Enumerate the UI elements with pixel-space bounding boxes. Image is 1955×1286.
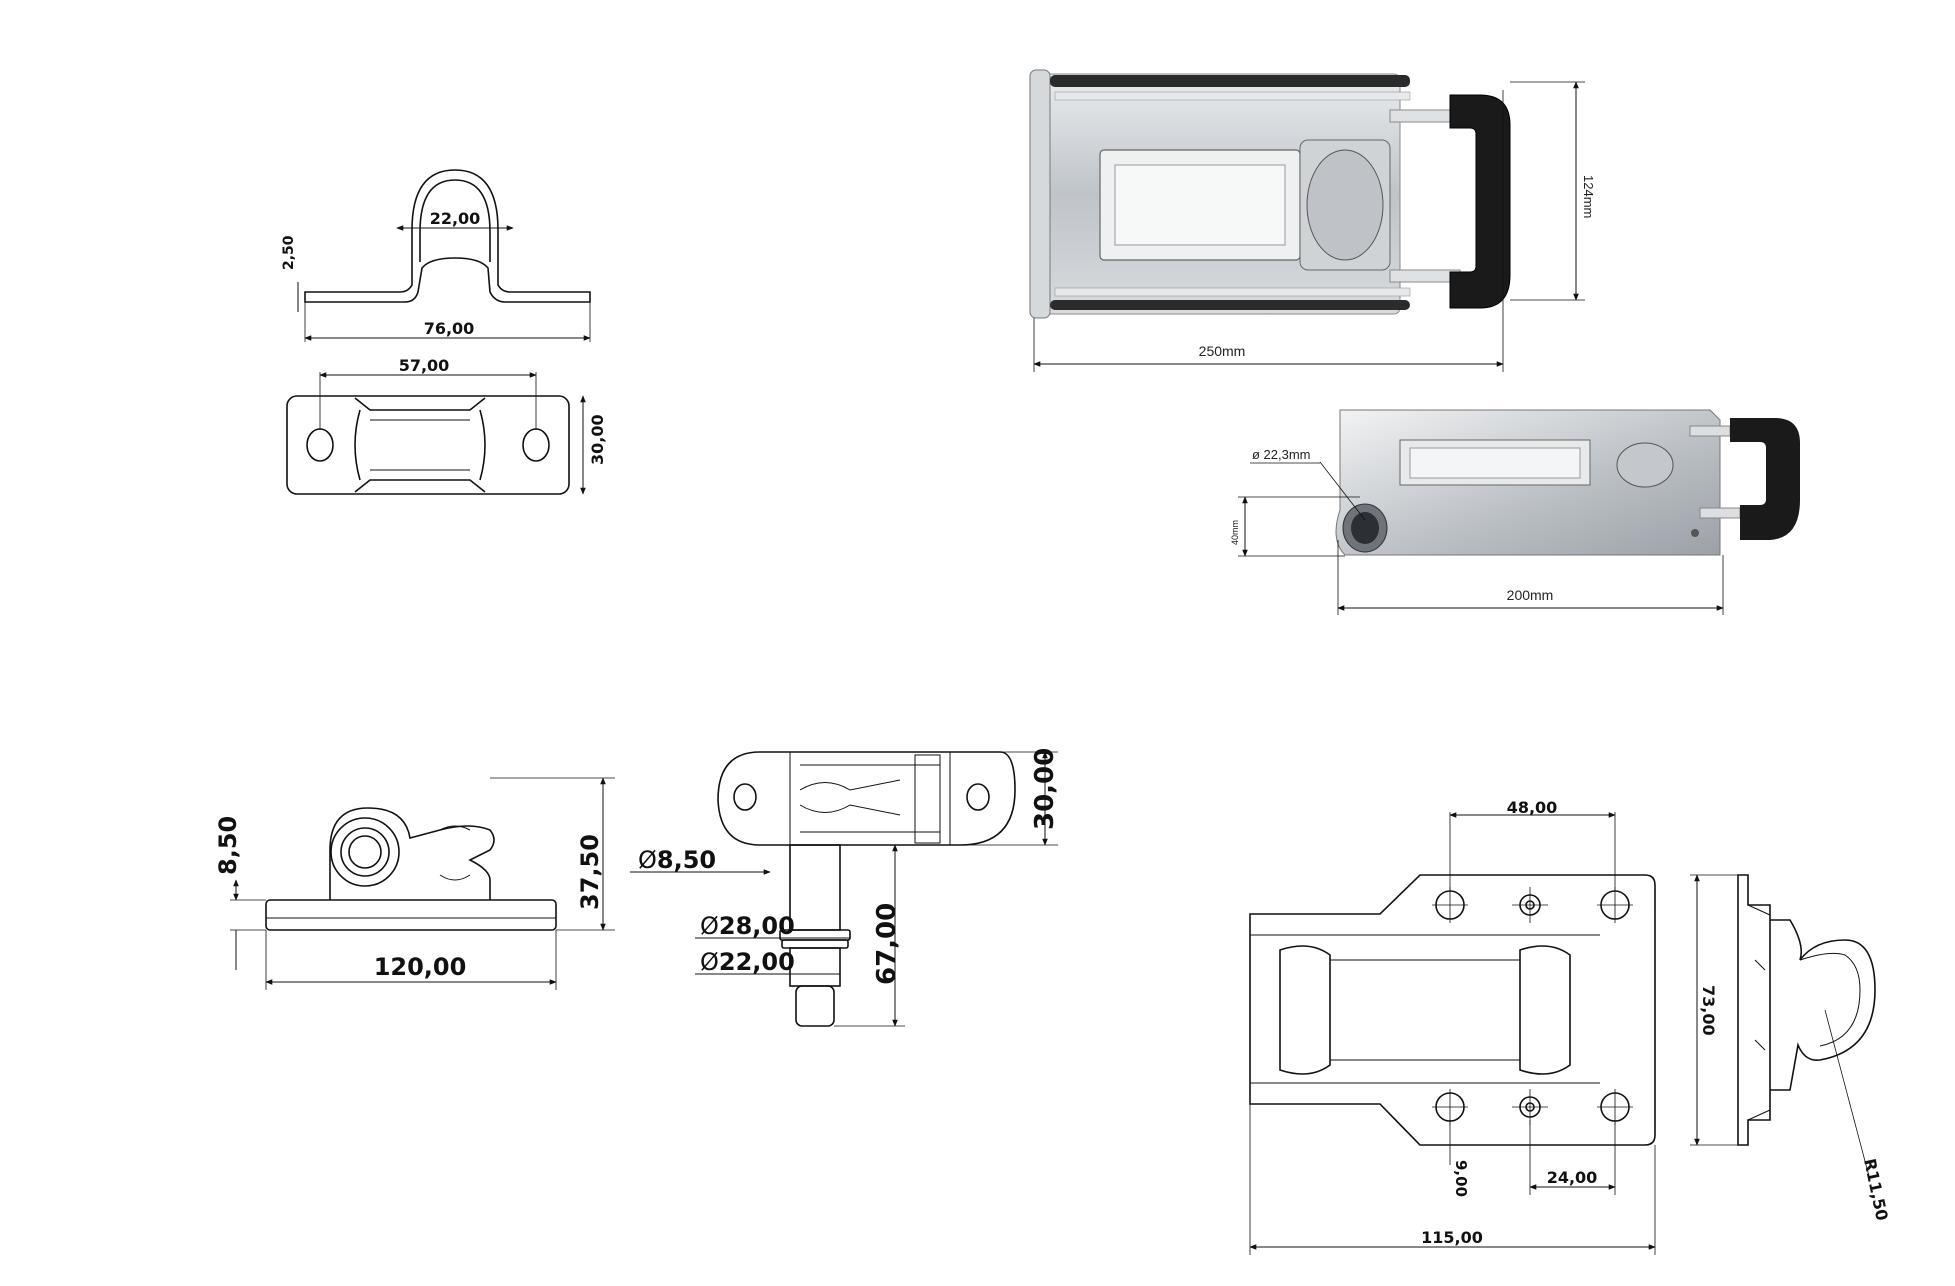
hasp-radius-label: R11,50 [1860,1157,1892,1223]
lever-lock-diameter-leader [1319,461,1366,521]
eye-plate-hole-spacing-label: 57,00 [399,356,450,375]
lever-lock-side-photo [1335,409,1800,556]
hasp-radius-leader [1824,1009,1871,1181]
bolt-pin-length-label: 67,00 [872,903,902,985]
lever-lock-side-height-label: 40mm [1230,520,1240,545]
lever-lock-side-length-label: 200mm [1507,587,1554,603]
bolt-collar-diameter-label: Ø28,00 [700,912,795,940]
hasp-height-label: 73,00 [1699,985,1718,1036]
bolt-pin-diameter-label: Ø22,00 [700,948,795,976]
hasp-length-label: 115,00 [1421,1228,1483,1247]
eye-plate-side-view [304,169,591,303]
bolt-side-view [265,807,557,931]
lever-lock-length-label: 250mm [1199,343,1246,359]
bolt-front-view [717,751,1016,1027]
lever-lock-height-label: 124mm [1581,175,1596,218]
lever-lock-top-photo [1029,69,1511,319]
eye-plate-thickness-label: 2,50 [281,235,297,270]
hasp-hole-diameter-label: 9,00 [1452,1160,1470,1197]
hasp-plate-side-view [1737,874,1876,1146]
lever-lock-diameter-label: ø 22,3mm [1252,447,1311,462]
eye-plate-drawing: 22,00 2,50 76,00 57,00 30,00 [281,169,607,495]
eye-plate-length-label: 76,00 [424,319,475,338]
bolt-height-label: 37,50 [576,834,604,910]
bolt-length-label: 120,00 [374,953,467,981]
eye-plate-height-label: 30,00 [588,414,607,465]
hasp-plate-front-view [1249,874,1656,1146]
bolt-front-width-label: 30,00 [1030,748,1060,830]
eye-plate-width-label: 22,00 [430,209,481,228]
hasp-hole-centerlines [1432,887,1633,1125]
hasp-hole-spacing-top-label: 48,00 [1507,798,1558,817]
bolt-base-height-label: 8,50 [214,816,242,875]
eye-plate-hole-right [522,428,550,462]
hasp-hole-spacing-bottom-label: 24,00 [1547,1168,1598,1187]
bolt-hole-diameter-label: Ø8,50 [638,846,716,874]
eye-plate-hole-left [306,428,334,462]
eye-plate-top-view [286,395,570,495]
